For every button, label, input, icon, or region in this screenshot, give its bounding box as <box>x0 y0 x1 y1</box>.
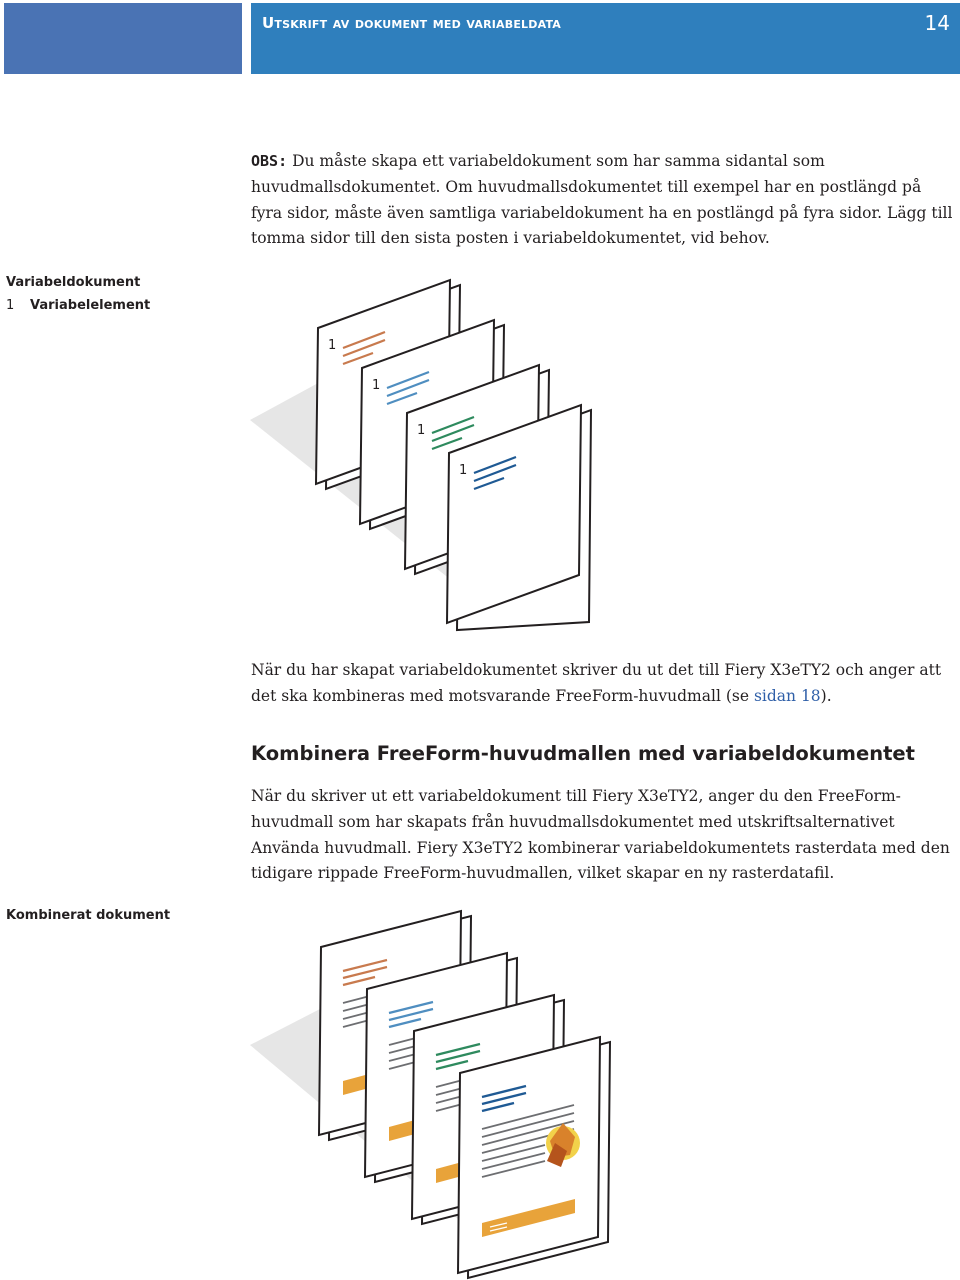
print-text-after: ). <box>820 686 832 705</box>
variable-element-lines <box>386 370 430 406</box>
page-reference-link[interactable]: sidan 18 <box>753 686 821 705</box>
header-right-band <box>251 3 960 74</box>
note-text: Du måste skapa ett variabeldokument som … <box>251 152 953 248</box>
variable-marker: 1 <box>459 463 467 478</box>
note-paragraph: OBS: Du måste skapa ett variabeldokument… <box>251 149 957 252</box>
note-label: OBS: <box>251 152 288 170</box>
section-heading: Kombinera FreeForm-huvudmallen med varia… <box>251 742 915 765</box>
variable-marker: 1 <box>328 338 336 353</box>
legend-text: Variabelelement <box>30 298 151 313</box>
variable-element-lines <box>473 455 517 491</box>
variable-document-figure: 1 1 1 1 <box>250 278 593 632</box>
chapter-title: Utskrift av dokument med variabeldata <box>262 14 562 32</box>
leaf-image <box>546 1123 580 1167</box>
figure1-legend: 1 Variabelelement <box>6 298 150 313</box>
variable-element-lines <box>431 415 475 451</box>
combined-page-4 <box>456 1035 612 1280</box>
variable-element-lines <box>342 330 386 366</box>
section-paragraph: När du skriver ut ett variabeldokument t… <box>251 787 950 883</box>
print-paragraph: När du har skapat variabeldokumentet skr… <box>251 658 957 710</box>
variable-marker: 1 <box>372 378 380 393</box>
figure1-caption: Variabeldokument <box>6 275 141 290</box>
variable-page-4: 1 <box>445 403 593 632</box>
page-number: 14 <box>924 11 950 35</box>
variable-marker: 1 <box>417 423 425 438</box>
header-left-band <box>4 3 242 74</box>
figure2-caption: Kombinerat dokument <box>6 908 171 923</box>
combined-document-figure <box>250 909 612 1280</box>
legend-number: 1 <box>6 298 15 313</box>
print-text-before: När du har skapat variabeldokumentet skr… <box>251 661 942 705</box>
